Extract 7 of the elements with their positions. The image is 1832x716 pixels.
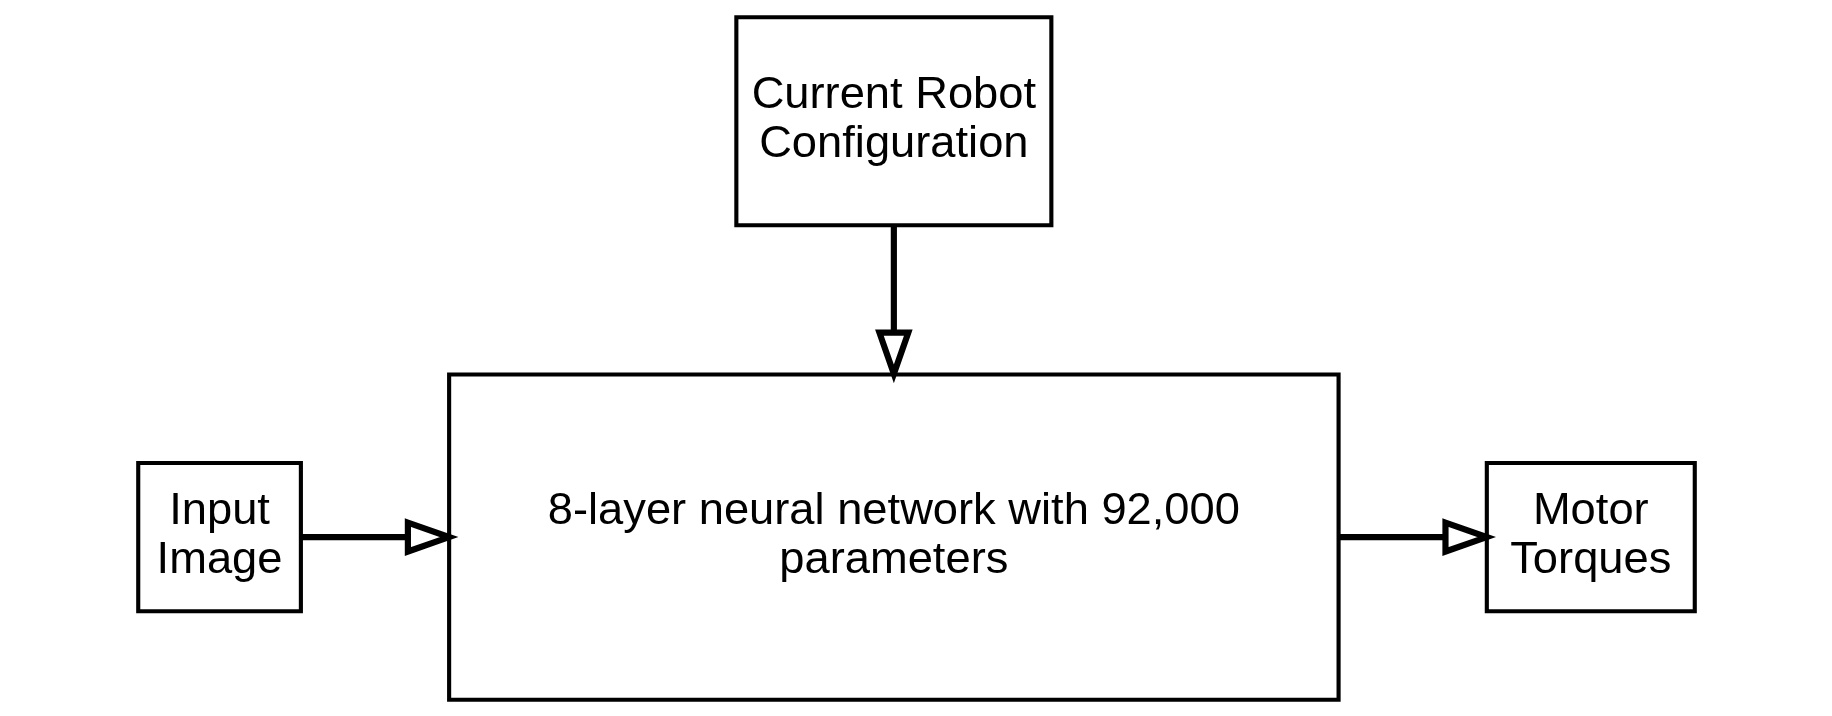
arrow (874, 225, 913, 383)
arrow (1338, 517, 1496, 556)
node-box: 8-layer neural network with 92,000 parameters (446, 371, 1341, 702)
node-box: Motor Torques (1484, 460, 1697, 613)
node-box: Current Robot Configuration (733, 14, 1053, 227)
arrow (300, 517, 458, 556)
node-box: Input Image (135, 460, 303, 613)
